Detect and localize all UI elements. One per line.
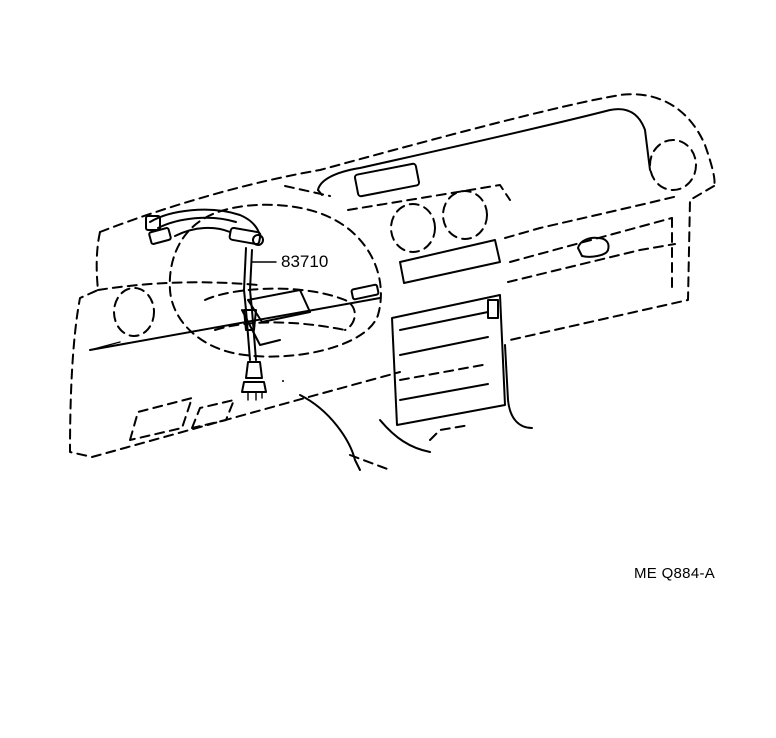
steering-wheel bbox=[168, 203, 391, 471]
cluster-hood bbox=[284, 108, 651, 197]
lower-panel-openings bbox=[129, 397, 235, 441]
drawing-code-label: ME Q884-A bbox=[634, 565, 716, 582]
instrument-panel-outline bbox=[69, 93, 716, 458]
reference-dot bbox=[282, 380, 284, 382]
defroster-vent bbox=[353, 162, 421, 198]
gauge-openings bbox=[113, 139, 697, 337]
part-number-label: 83710 bbox=[279, 252, 331, 272]
sensor-harness-83710 bbox=[145, 208, 277, 401]
center-console-area bbox=[347, 184, 679, 453]
glove-box bbox=[509, 217, 673, 291]
